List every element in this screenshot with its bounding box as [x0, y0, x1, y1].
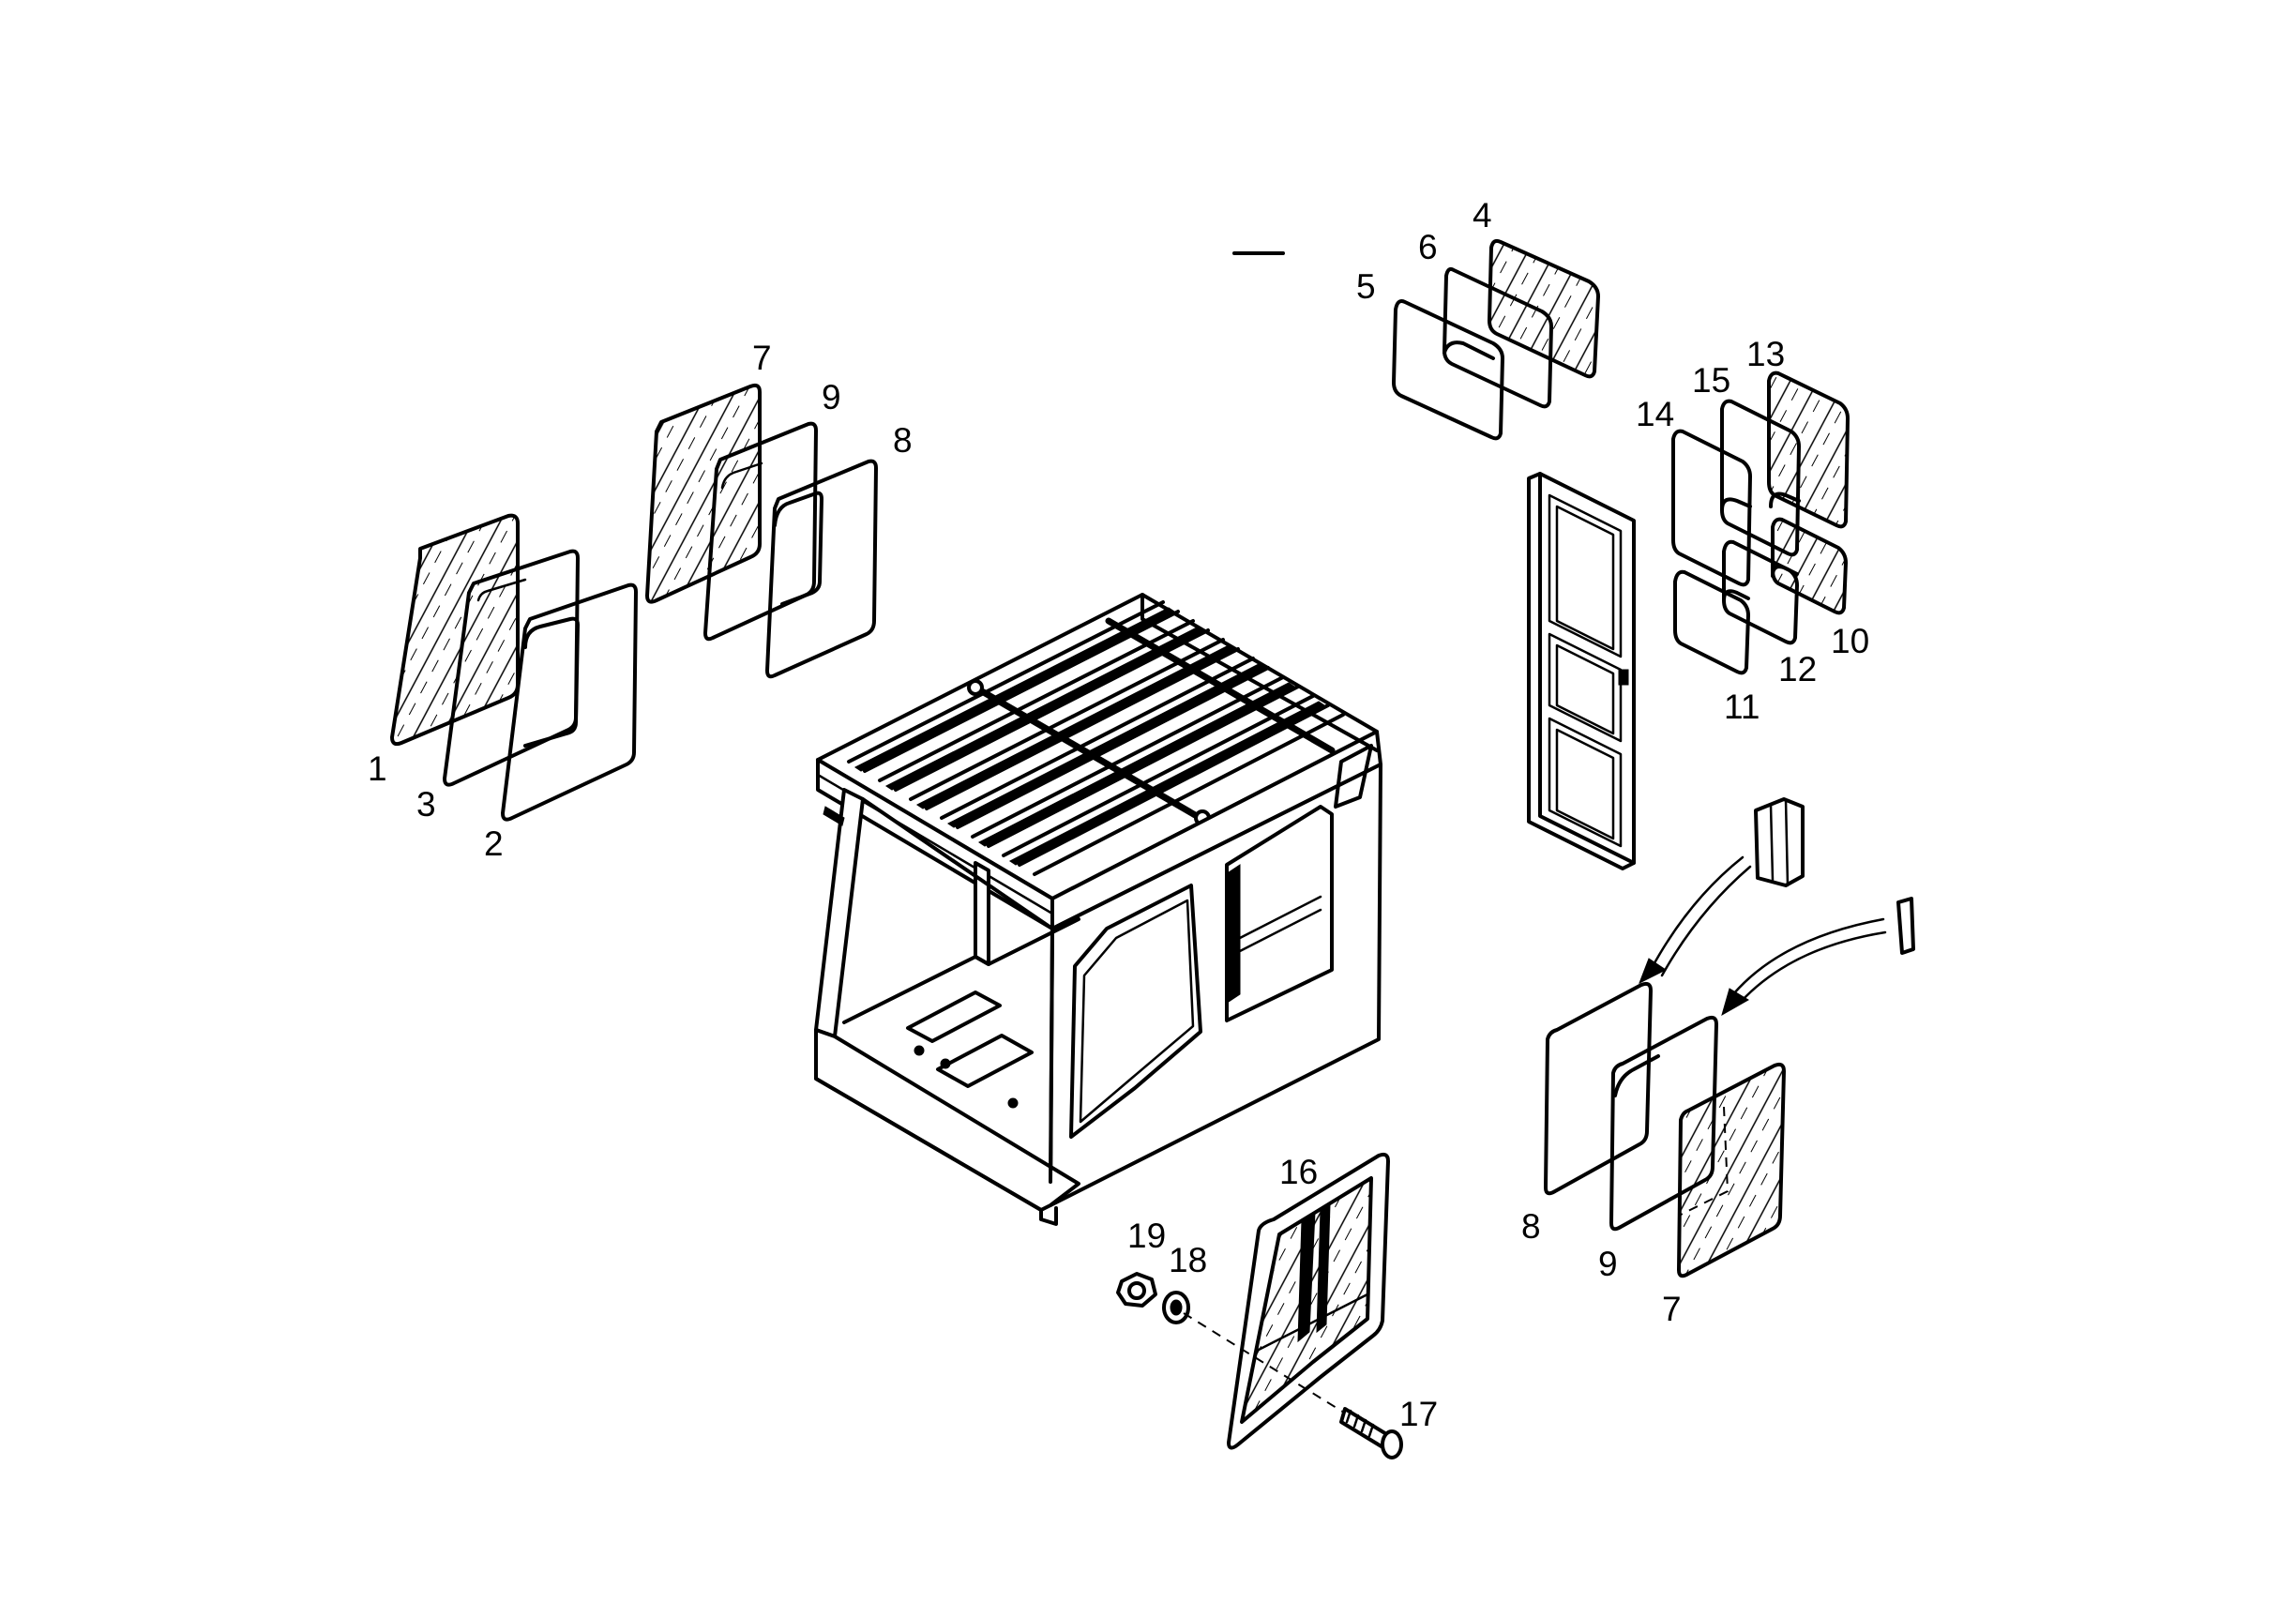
seal-frame-6: [1443, 266, 1553, 409]
seal-frame-8-inner: [773, 491, 823, 606]
callout-label-16: 16: [1279, 1153, 1318, 1191]
callout-label-1: 1: [368, 749, 387, 788]
callout-label-13: 13: [1746, 335, 1785, 373]
callout-label-8-lower: 8: [1521, 1207, 1541, 1246]
glass-pane-4: [1488, 238, 1600, 379]
seal-frame-11: [1673, 569, 1750, 675]
seal-frame-8-upper: [765, 459, 878, 679]
callout-label-4: 4: [1473, 196, 1492, 234]
callout-label-6: 6: [1418, 228, 1438, 266]
seal-frame-8-lower: [1544, 981, 1653, 1196]
seal-frame-9-inner: [720, 461, 763, 490]
door-window-group: [1671, 370, 1850, 675]
bolt-17: [1339, 1407, 1403, 1459]
callout-label-11: 11: [1724, 688, 1760, 726]
seal-frame-2: [501, 582, 638, 822]
lower-window-group: [1544, 981, 1786, 1278]
callout-label-3: 3: [416, 785, 436, 824]
callout-label-18: 18: [1169, 1241, 1207, 1279]
seal-frame-9-upper: [703, 421, 818, 642]
callout-label-8-upper: 8: [893, 421, 913, 460]
seal-frame-14: [1671, 429, 1752, 587]
clip-parts: [1639, 797, 1915, 1017]
callout-label-14: 14: [1636, 395, 1674, 433]
seal-frame-3: [443, 549, 580, 787]
cab-body: [814, 593, 1382, 1226]
callout-labels: 1 3 2 7 9 8 4 6 5 13 15 14 10 12 11 16 1…: [368, 196, 1869, 1433]
callout-label-7-lower: 7: [1662, 1290, 1682, 1328]
callout-label-10: 10: [1831, 622, 1869, 660]
callout-label-9-upper: 9: [822, 378, 841, 416]
left-window-group: [390, 513, 638, 822]
seal-frame-2-inner: [523, 616, 580, 748]
callout-label-7-upper: 7: [752, 339, 772, 377]
small-pin: [1896, 897, 1915, 955]
glass-pane-1: [390, 513, 520, 747]
corner-clip: [1754, 797, 1805, 887]
glass-pane-10: [1771, 517, 1848, 615]
callout-label-5: 5: [1356, 267, 1376, 306]
upper-window-group: [645, 383, 878, 679]
callout-label-15: 15: [1692, 361, 1730, 400]
seal-frame-3-inner: [476, 578, 527, 602]
glass-pane-13: [1767, 370, 1850, 529]
front-window-16: [1227, 1152, 1390, 1450]
fasteners: [1116, 1272, 1403, 1459]
seal-frame-5-inner: [1443, 340, 1495, 360]
callout-label-9-lower: 9: [1598, 1245, 1618, 1283]
door-frame: [1527, 472, 1636, 870]
nut-19: [1116, 1272, 1157, 1308]
top-right-window-group: [1232, 238, 1600, 441]
glass-pane-7-lower: [1677, 1062, 1786, 1278]
callout-label-12: 12: [1778, 650, 1817, 688]
seal-frame-5: [1392, 299, 1504, 441]
glass-pane-7-upper: [645, 383, 762, 604]
callout-label-17: 17: [1399, 1395, 1438, 1433]
seal-frame-15: [1720, 399, 1801, 557]
callout-label-19: 19: [1127, 1217, 1166, 1255]
callout-label-2: 2: [484, 824, 504, 863]
seal-frame-12: [1722, 539, 1799, 645]
